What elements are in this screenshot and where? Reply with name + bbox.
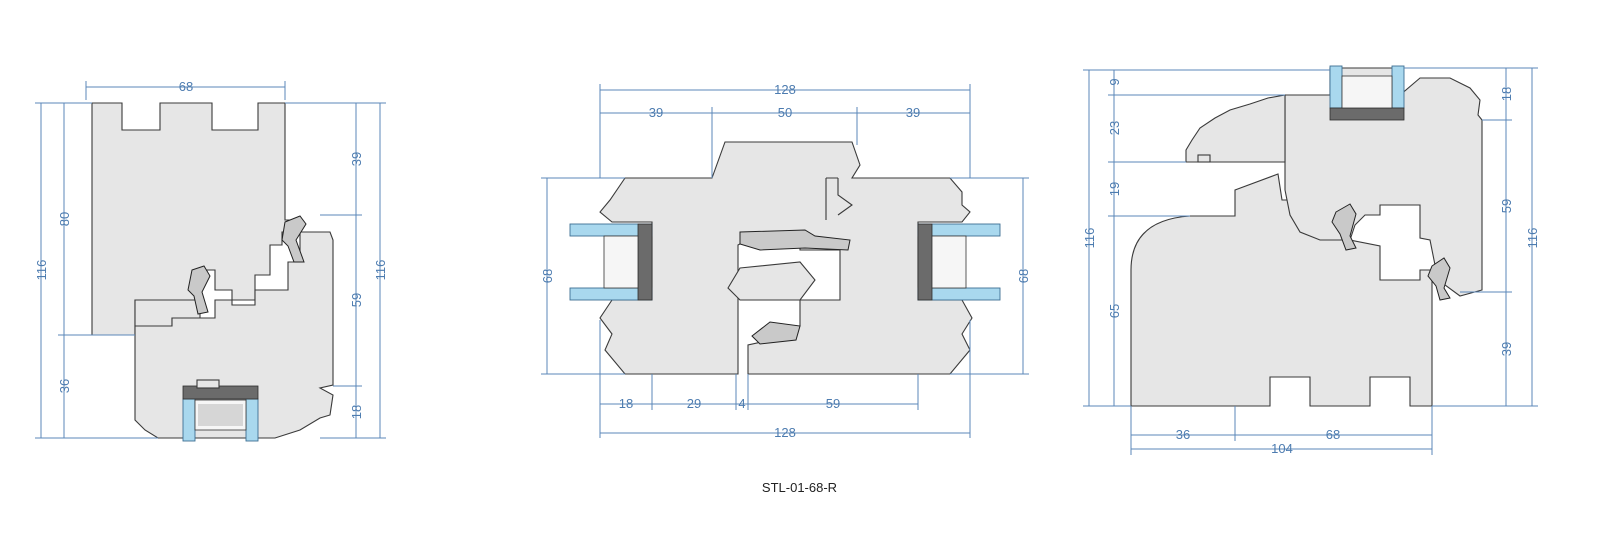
right-glass-pane-2 bbox=[1391, 65, 1405, 109]
right-dim-r59: 59 bbox=[1499, 199, 1514, 213]
left-dim-r39: 39 bbox=[349, 152, 364, 166]
center-dim-b4: 4 bbox=[738, 396, 745, 411]
right-glass-pane-1 bbox=[1329, 65, 1343, 109]
left-glass-pane-1 bbox=[182, 398, 196, 442]
center-gasket-top bbox=[739, 229, 851, 251]
right-dim-r18: 18 bbox=[1499, 87, 1514, 101]
drawing-code-label: STL-01-68-R bbox=[761, 480, 838, 495]
left-dim-r59: 59 bbox=[349, 293, 364, 307]
right-gasket-2 bbox=[1427, 257, 1451, 301]
right-dim-b68: 68 bbox=[1326, 427, 1340, 442]
center-dim-top128: 128 bbox=[774, 82, 796, 97]
left-dim-r18: 18 bbox=[349, 405, 364, 419]
right-section-view: 116 9 23 19 65 18 59 39 116 36 68 104 bbox=[1082, 65, 1540, 456]
left-spacer-hatch bbox=[198, 404, 243, 426]
center-dim-b59: 59 bbox=[826, 396, 840, 411]
left-section-view: 68 116 80 36 39 59 18 116 bbox=[34, 79, 388, 442]
center-right-seal bbox=[917, 223, 933, 301]
right-drip-notch bbox=[1197, 154, 1211, 163]
right-dim-l116: 116 bbox=[1082, 228, 1097, 249]
left-seal-strip bbox=[182, 385, 259, 400]
center-dim-l68: 68 bbox=[540, 269, 555, 283]
left-dim-80: 80 bbox=[57, 212, 72, 226]
center-dim-bottom128: 128 bbox=[774, 425, 796, 440]
center-left-core bbox=[603, 235, 639, 289]
left-dim-36: 36 bbox=[57, 379, 72, 393]
center-chamber bbox=[727, 261, 816, 301]
right-gasket-1 bbox=[1331, 203, 1357, 251]
center-dim-b39: 39 bbox=[906, 105, 920, 120]
right-dim-l23: 23 bbox=[1107, 121, 1122, 135]
left-dim-116b: 116 bbox=[373, 260, 388, 281]
center-left-seal bbox=[637, 223, 653, 301]
center-dim-b18: 18 bbox=[619, 396, 633, 411]
right-frame-profile bbox=[1130, 173, 1433, 407]
center-dim-a50: 50 bbox=[778, 105, 792, 120]
center-gasket-bottom bbox=[751, 321, 801, 345]
center-dim-b29: 29 bbox=[687, 396, 701, 411]
left-gasket-1 bbox=[281, 215, 307, 263]
left-glass-pane-2 bbox=[245, 398, 259, 442]
left-dim-116a: 116 bbox=[34, 260, 49, 281]
left-bead bbox=[196, 379, 220, 389]
center-dim-a39: 39 bbox=[649, 105, 663, 120]
right-seal-strip bbox=[1329, 107, 1405, 121]
right-dim-r116: 116 bbox=[1525, 228, 1540, 249]
left-dim-top: 68 bbox=[179, 79, 193, 94]
right-dim-l65: 65 bbox=[1107, 304, 1122, 318]
right-dim-l9: 9 bbox=[1107, 78, 1122, 85]
right-dim-b104: 104 bbox=[1271, 441, 1293, 456]
right-dim-b36: 36 bbox=[1176, 427, 1190, 442]
center-section-view: 128 39 50 39 68 68 18 29 4 59 128 bbox=[540, 82, 1031, 440]
left-gasket-2 bbox=[187, 265, 211, 315]
center-right-core bbox=[931, 235, 967, 289]
right-spacer-core bbox=[1341, 75, 1393, 109]
right-dim-r39: 39 bbox=[1499, 342, 1514, 356]
right-dim-l19: 19 bbox=[1107, 182, 1122, 196]
right-drip-cap bbox=[1185, 94, 1286, 163]
center-dim-r68: 68 bbox=[1016, 269, 1031, 283]
center-sash-cut bbox=[825, 177, 853, 220]
